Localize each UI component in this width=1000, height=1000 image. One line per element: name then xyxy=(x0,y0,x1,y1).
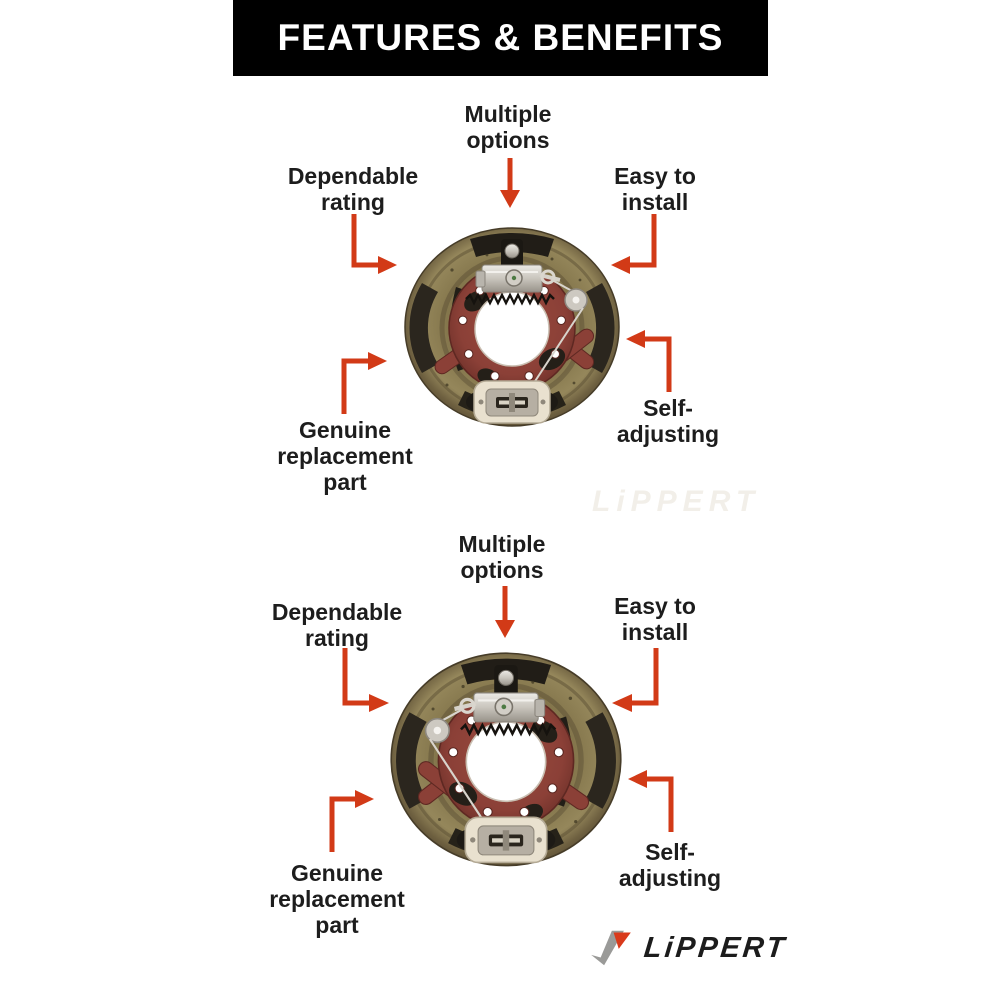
lippert-logo-icon xyxy=(591,930,631,966)
lippert-logo: LiPPERT xyxy=(586,926,789,970)
brake-assembly-photo xyxy=(402,225,622,431)
callout-line: Easy to xyxy=(614,163,696,189)
callout-line: replacement xyxy=(269,886,405,912)
arrow-elbow-up-left-icon xyxy=(626,330,672,392)
callout-line: Multiple xyxy=(464,101,552,127)
callout-line: part xyxy=(323,469,367,495)
callout-line: install xyxy=(621,189,689,215)
arrow-elbow-up-right-icon xyxy=(329,790,374,852)
callout-line: part xyxy=(315,912,359,938)
arrow-elbow-up-right-icon xyxy=(341,352,387,414)
brake-assembly-photo-mirrored xyxy=(388,650,624,871)
callout-line: options xyxy=(466,127,550,153)
callout-line: Easy to xyxy=(614,593,696,619)
arrow-elbow-down-left-icon xyxy=(611,214,657,274)
callout-line: Self- xyxy=(643,395,693,421)
callout-easy-to-install: Easy to install xyxy=(555,593,755,645)
callout-line: Multiple xyxy=(458,531,546,557)
callout-multiple-options: Multiple options xyxy=(402,531,602,583)
arrow-elbow-down-left-icon xyxy=(612,648,659,712)
arrow-elbow-down-right-icon xyxy=(342,648,389,712)
lippert-watermark: LiPPERT xyxy=(592,485,761,518)
callout-line: Dependable xyxy=(287,163,419,189)
callout-line: replacement xyxy=(277,443,413,469)
callout-easy-to-install: Easy to install xyxy=(555,163,755,215)
callout-line: options xyxy=(460,557,544,583)
callout-line: Genuine xyxy=(290,860,383,886)
callout-self-adjusting: Self- adjusting xyxy=(570,839,770,891)
callout-line: Dependable xyxy=(271,599,403,625)
arrow-elbow-up-left-icon xyxy=(628,770,674,832)
callout-line: rating xyxy=(321,189,385,215)
callout-line: Self- xyxy=(645,839,695,865)
lippert-logo-text: LiPPERT xyxy=(642,931,789,964)
arrow-elbow-down-right-icon xyxy=(351,214,397,274)
features-benefits-banner: FEATURES & BENEFITS xyxy=(233,0,768,76)
callout-dependable-rating: Dependable rating xyxy=(253,163,453,215)
callout-line: Genuine xyxy=(298,417,391,443)
callout-line: adjusting xyxy=(616,421,720,447)
callout-line: adjusting xyxy=(618,865,722,891)
callout-genuine-replacement-part: Genuine replacement part xyxy=(237,860,437,938)
callout-genuine-replacement-part: Genuine replacement part xyxy=(245,417,445,495)
callout-dependable-rating: Dependable rating xyxy=(237,599,437,651)
callout-line: install xyxy=(621,619,689,645)
arrow-down-icon xyxy=(500,158,520,208)
banner-title: FEATURES & BENEFITS xyxy=(277,17,724,58)
callout-self-adjusting: Self- adjusting xyxy=(568,395,768,447)
callout-line: rating xyxy=(305,625,369,651)
arrow-down-icon xyxy=(495,586,515,638)
callout-multiple-options: Multiple options xyxy=(408,101,608,153)
